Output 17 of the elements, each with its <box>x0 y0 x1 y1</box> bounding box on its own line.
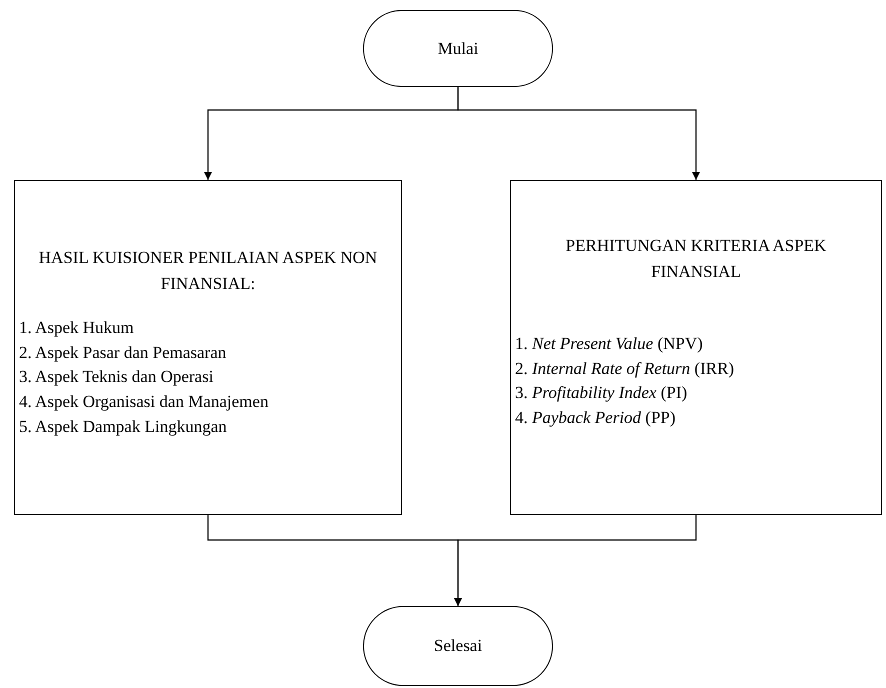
list-item: 2. Internal Rate of Return (IRR) <box>514 358 736 380</box>
process-box <box>510 180 882 515</box>
box-heading: PERHITUNGAN KRITERIA ASPEK FINANSIAL <box>564 235 828 282</box>
list-item: 4. Payback Period (PP) <box>514 406 677 429</box>
terminal-label: Selesai <box>434 636 482 656</box>
process-box <box>14 180 402 515</box>
list-item: 1. Net Present Value (NPV) <box>514 333 704 355</box>
terminal-label: Mulai <box>438 38 478 58</box>
arrow <box>454 515 697 606</box>
list-item: 4. Aspek Organisasi dan Manajemen <box>18 390 270 413</box>
list-item: 3. Profitability Index (PI) <box>514 382 688 404</box>
list-item: 2. Aspek Pasar dan Pemasaran <box>18 342 228 364</box>
list-item: 3. Aspek Teknis dan Operasi <box>18 366 214 388</box>
list-item: 1. Aspek Hukum <box>18 317 135 339</box>
list-item: 5. Aspek Dampak Lingkungan <box>18 416 228 438</box>
arrow <box>457 87 700 180</box>
box-heading: HASIL KUISIONER PENILAIAN ASPEK NON FINANSIAL: <box>38 247 378 294</box>
